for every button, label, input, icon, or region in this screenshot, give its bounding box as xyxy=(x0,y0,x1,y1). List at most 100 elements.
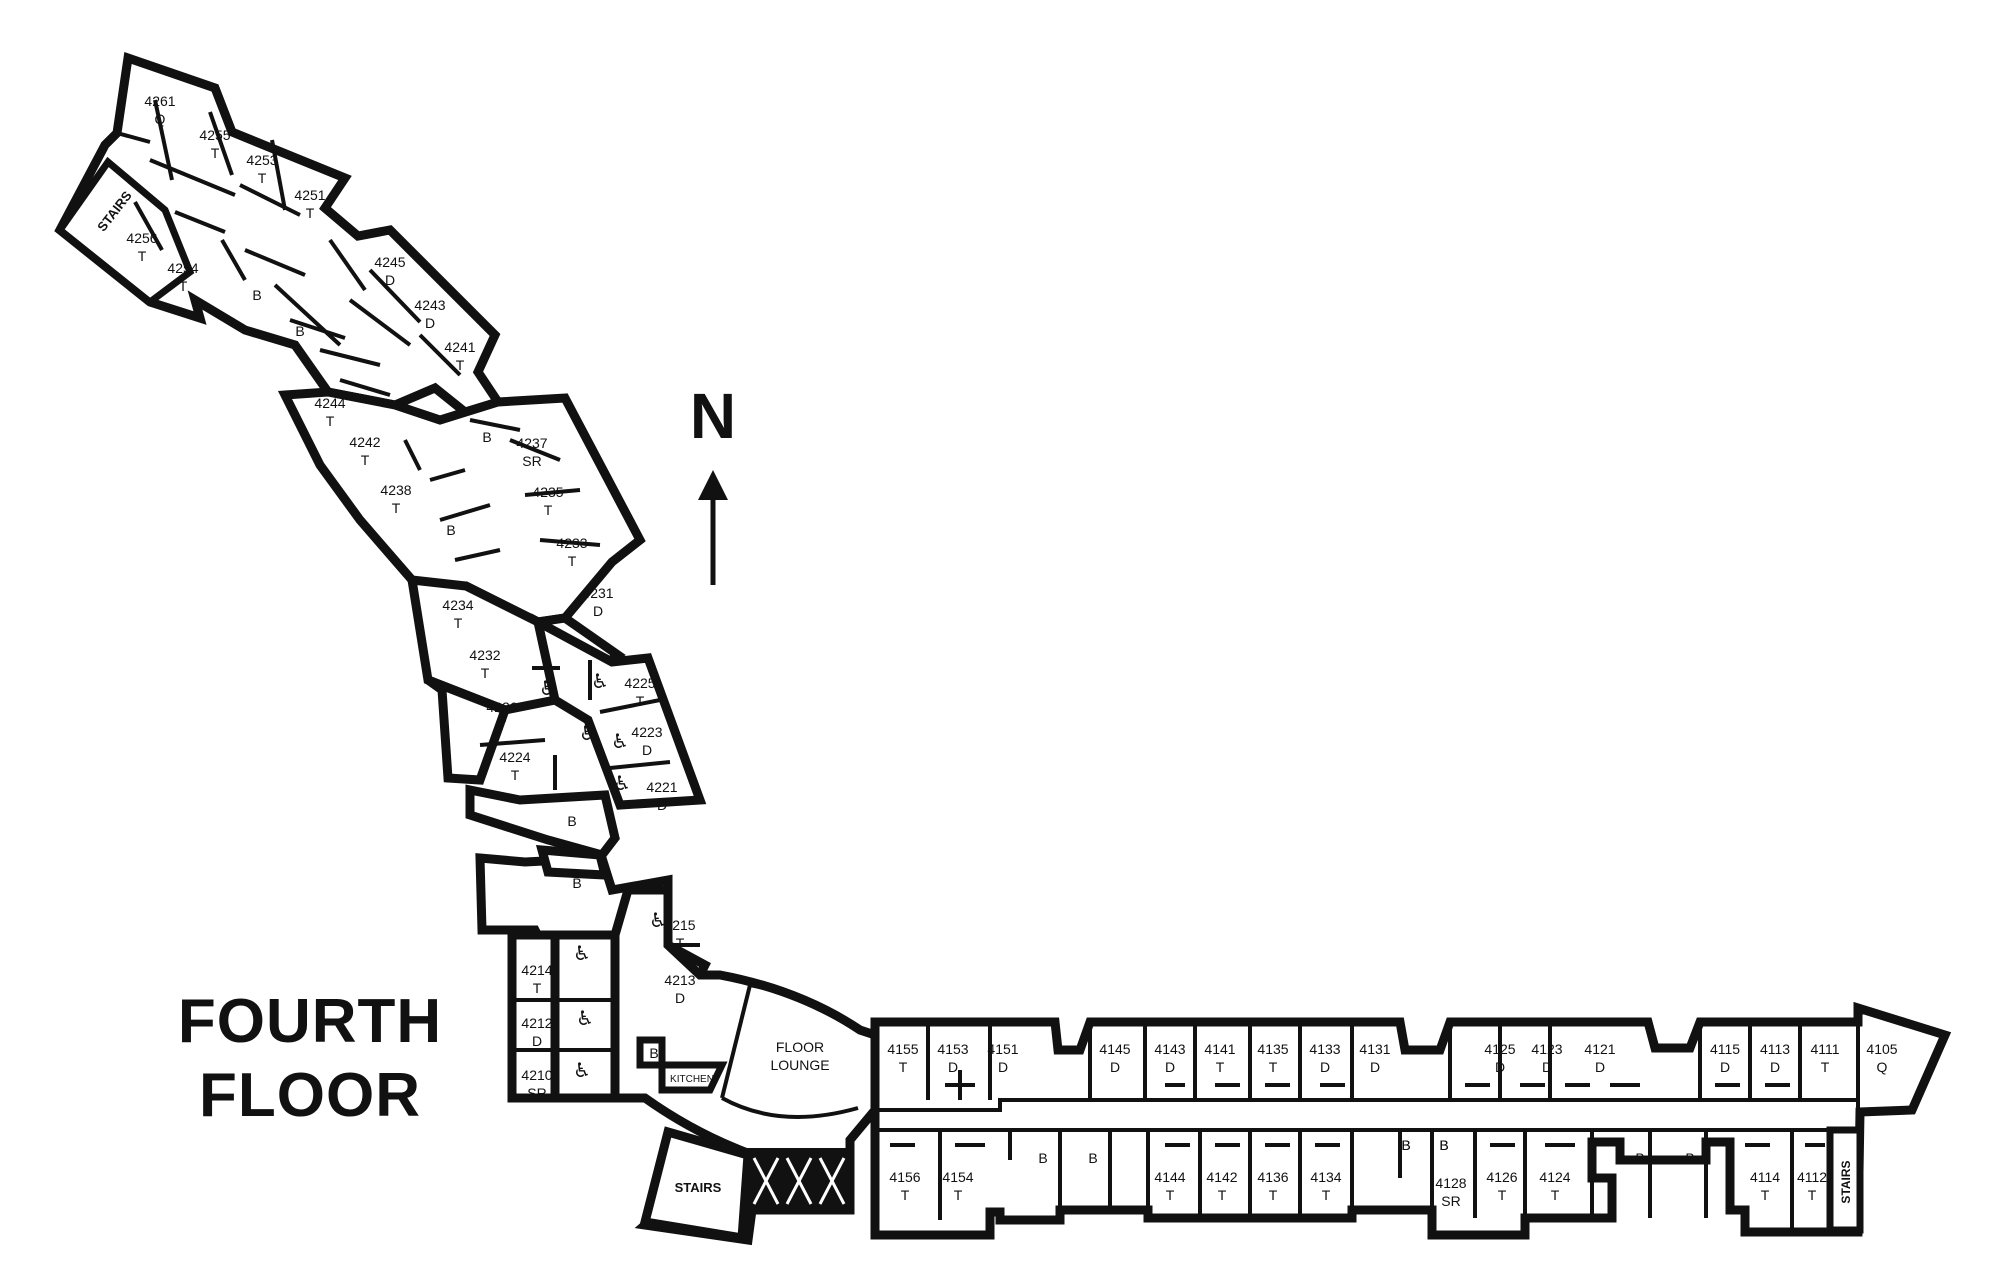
room-number: 4245 xyxy=(374,254,405,270)
floor-title-line1: FOURTH xyxy=(177,987,443,1056)
accessible-icon: ♿ xyxy=(579,721,597,745)
bathroom-label: B xyxy=(1401,1137,1410,1153)
room-number: 4241 xyxy=(444,339,475,355)
room-type: D xyxy=(532,1033,542,1049)
room-type: T xyxy=(481,665,490,681)
room-type: T xyxy=(326,413,335,429)
accessible-icon: ♿ xyxy=(613,771,631,795)
room-number: 4221 xyxy=(646,779,677,795)
room-number: 4261 xyxy=(144,93,175,109)
room-number: 4135 xyxy=(1257,1041,1288,1057)
room-number: 4255 xyxy=(199,127,230,143)
room-type: D xyxy=(998,1059,1008,1075)
room-number: 4105 xyxy=(1866,1041,1897,1057)
room-type: T xyxy=(954,1187,963,1203)
room-number: 4223 xyxy=(631,724,662,740)
room-number: 4128 xyxy=(1435,1175,1466,1191)
north-label: N xyxy=(690,380,736,452)
room-type: T xyxy=(533,980,542,996)
room-type: T xyxy=(1761,1187,1770,1203)
room-number: 4234 xyxy=(442,597,473,613)
room-number: 4231 xyxy=(582,585,613,601)
room-number: 4143 xyxy=(1154,1041,1185,1057)
room-number: 4226 xyxy=(486,699,517,715)
room-type: T xyxy=(568,553,577,569)
bathroom-label: B xyxy=(252,287,261,303)
room-type: T xyxy=(1808,1187,1817,1203)
room-number: 4134 xyxy=(1310,1169,1341,1185)
bathroom-label: B xyxy=(1401,1137,1410,1153)
room-type: T xyxy=(511,767,520,783)
room-type: T xyxy=(899,1059,908,1075)
room-number: 4233 xyxy=(556,535,587,551)
east-wing xyxy=(870,1001,1952,1240)
room-type: D xyxy=(948,1059,958,1075)
room-type: D xyxy=(675,990,685,1006)
room-type: T xyxy=(498,717,507,733)
room-number: 4235 xyxy=(532,484,563,500)
room-type: T xyxy=(456,357,465,373)
lounge-label: FLOOR xyxy=(776,1039,824,1055)
room-type: T xyxy=(544,502,553,518)
room-number: 4254 xyxy=(167,260,198,276)
room-type: T xyxy=(258,170,267,186)
room-type: T xyxy=(1269,1187,1278,1203)
room-type: D xyxy=(1720,1059,1730,1075)
room-number: 4253 xyxy=(246,152,277,168)
room-type: T xyxy=(1218,1187,1227,1203)
room-number: 4142 xyxy=(1206,1169,1237,1185)
accessible-icon: ♿ xyxy=(591,669,609,693)
room-number: 4237 xyxy=(516,435,547,451)
room-type: D xyxy=(1542,1059,1552,1075)
room-number: 4133 xyxy=(1309,1041,1340,1057)
bathroom-label: B xyxy=(1038,1150,1047,1166)
room-number: 4125 xyxy=(1484,1041,1515,1057)
room-number: 4154 xyxy=(942,1169,973,1185)
lounge-label: LOUNGE xyxy=(770,1057,829,1073)
room-number: 4136 xyxy=(1257,1169,1288,1185)
room-type: D xyxy=(1320,1059,1330,1075)
accessible-icon: ♿ xyxy=(611,729,629,753)
bathroom-label: B xyxy=(482,429,491,445)
room-number: 4153 xyxy=(937,1041,968,1057)
room-number: 4214 xyxy=(521,962,552,978)
accessible-icon: ♿ xyxy=(539,676,557,700)
room-type: D xyxy=(1770,1059,1780,1075)
room-type: D xyxy=(425,315,435,331)
bathroom-label: B xyxy=(1685,1150,1694,1166)
bathroom-label: B xyxy=(1088,1150,1097,1166)
room-number: 4131 xyxy=(1359,1041,1390,1057)
room-type: D xyxy=(1165,1059,1175,1075)
room-number: 4123 xyxy=(1531,1041,1562,1057)
room-type: D xyxy=(593,603,603,619)
bathroom-label: B xyxy=(572,875,581,891)
bathroom-label: B xyxy=(1439,1137,1448,1153)
room-number: 4113 xyxy=(1760,1041,1790,1057)
